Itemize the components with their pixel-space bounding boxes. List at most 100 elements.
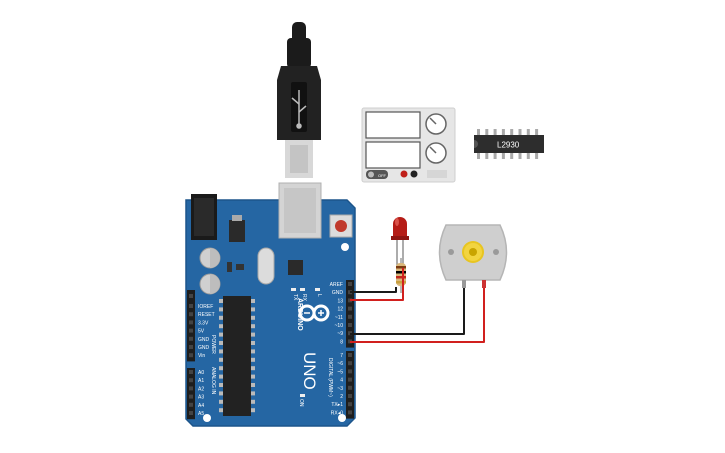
digital-pin-socket[interactable] xyxy=(348,377,352,382)
digital-header-bottom[interactable] xyxy=(346,351,354,419)
svg-text:L: L xyxy=(316,294,322,297)
model-text: UNO xyxy=(300,352,319,390)
digital-pin-socket[interactable] xyxy=(348,369,352,374)
arduino-logo xyxy=(298,304,330,322)
svg-text:RX: RX xyxy=(301,294,307,302)
chip-pin xyxy=(501,129,505,135)
negative-terminal[interactable] xyxy=(410,170,418,178)
chip-pin xyxy=(518,129,522,135)
atmega-pin xyxy=(219,307,224,312)
digital-pin-label: ~11 xyxy=(335,315,343,321)
digital-pin-socket[interactable] xyxy=(348,402,352,407)
atmega-pin xyxy=(250,324,255,329)
chip-pin xyxy=(535,129,539,135)
atmega-pin xyxy=(250,383,255,387)
reset-button[interactable] xyxy=(329,214,353,238)
wire-pin8-motor xyxy=(350,288,485,343)
atmega-pin xyxy=(219,357,224,362)
chip-pin xyxy=(477,153,480,159)
digital-pin-label: 4 xyxy=(340,378,343,384)
usb-cable[interactable] xyxy=(277,22,321,178)
led[interactable] xyxy=(391,217,409,268)
digital-pin-socket[interactable] xyxy=(348,353,352,357)
analog-pin-socket[interactable] xyxy=(189,394,193,399)
digital-pin-label: 7 xyxy=(340,353,343,359)
positive-terminal[interactable] xyxy=(400,170,408,178)
power-pin-socket[interactable] xyxy=(189,312,193,317)
atmega-pin xyxy=(219,324,224,329)
digital-pin-socket[interactable] xyxy=(348,361,352,366)
atmega-pin xyxy=(250,357,255,362)
analog-header[interactable] xyxy=(187,368,195,420)
atmega-pin xyxy=(250,374,255,379)
power-pin-socket[interactable] xyxy=(189,304,193,308)
digital-pin-socket[interactable] xyxy=(348,394,352,398)
atmega-pin xyxy=(219,332,224,337)
analog-pin-socket[interactable] xyxy=(189,378,193,383)
svg-text:ANALOG IN: ANALOG IN xyxy=(210,367,216,395)
wires[interactable] xyxy=(350,268,485,343)
power-pin-label: 5V xyxy=(198,329,205,335)
arduino-uno-board[interactable]: TX RX L ARDUINO UNO ON POWER A xyxy=(185,182,356,427)
digital-pin-label: TX▸1 xyxy=(331,402,343,408)
digital-pin-socket[interactable] xyxy=(348,314,352,319)
digital-pin-socket[interactable] xyxy=(348,410,352,415)
analog-pin-socket[interactable] xyxy=(189,386,193,391)
chip-pin xyxy=(477,129,480,135)
analog-pin-label: A4 xyxy=(198,403,204,409)
analog-pin-label: A0 xyxy=(198,370,204,376)
power-pin-socket[interactable] xyxy=(189,328,193,333)
svg-text:TX: TX xyxy=(292,294,298,301)
atmega-pin xyxy=(250,307,255,312)
chip-pin xyxy=(485,153,489,159)
dc-motor[interactable] xyxy=(438,224,508,288)
chip-pin xyxy=(535,153,539,159)
motor-driver-chip[interactable]: L2930 xyxy=(474,129,544,159)
chip-pin xyxy=(510,129,514,135)
atmega-pin xyxy=(219,349,224,354)
digital-pin-label: ~10 xyxy=(335,323,344,329)
wire-gnd-led xyxy=(350,287,397,293)
digital-header-top[interactable] xyxy=(346,280,354,348)
digital-pin-label: 2 xyxy=(340,394,343,400)
digital-pin-label: RX◂0 xyxy=(331,410,343,416)
atmega-pin xyxy=(250,315,255,320)
chip-pin xyxy=(493,153,497,159)
digital-pin-label: ~9 xyxy=(337,331,343,337)
atmega-pin xyxy=(219,315,224,320)
analog-pin-socket[interactable] xyxy=(189,370,193,374)
atmega-pin xyxy=(250,349,255,354)
digital-pin-socket[interactable] xyxy=(348,323,352,327)
atmega-pin xyxy=(219,408,224,413)
wire-pin13-led xyxy=(350,268,404,301)
digital-pin-socket[interactable] xyxy=(348,385,352,390)
digital-pin-label: ~3 xyxy=(337,386,343,392)
digital-pin-socket[interactable] xyxy=(348,282,352,286)
svg-text:ON: ON xyxy=(298,399,304,407)
digital-pin-socket[interactable] xyxy=(348,306,352,311)
power-pin-socket[interactable] xyxy=(189,345,193,349)
power-pin-socket[interactable] xyxy=(189,294,193,298)
power-pin-socket[interactable] xyxy=(189,320,193,325)
atmega-pin xyxy=(250,332,255,337)
atmega-pin xyxy=(219,399,224,404)
svg-text:POWER: POWER xyxy=(210,335,216,354)
chip-label: L2930 xyxy=(497,141,520,150)
svg-text:DIGITAL (PWM~): DIGITAL (PWM~) xyxy=(327,358,333,397)
digital-pin-label: 13 xyxy=(337,298,343,304)
analog-pin-socket[interactable] xyxy=(189,411,193,415)
atmega-pin xyxy=(250,299,255,303)
chip-pin xyxy=(510,153,514,159)
atmega-pin xyxy=(250,408,255,413)
power-supply[interactable]: OFF xyxy=(361,107,456,183)
atmega-pin xyxy=(219,299,224,303)
analog-pin-socket[interactable] xyxy=(189,402,193,407)
power-switch[interactable]: OFF xyxy=(366,170,388,179)
power-pin-socket[interactable] xyxy=(189,353,193,358)
svg-text:OFF: OFF xyxy=(378,173,387,178)
power-pin-socket[interactable] xyxy=(189,336,193,341)
digital-pin-label: GND xyxy=(332,290,344,296)
atmega-chip xyxy=(219,296,255,416)
power-header[interactable] xyxy=(187,290,195,362)
power-pin-label: GND xyxy=(198,345,210,351)
